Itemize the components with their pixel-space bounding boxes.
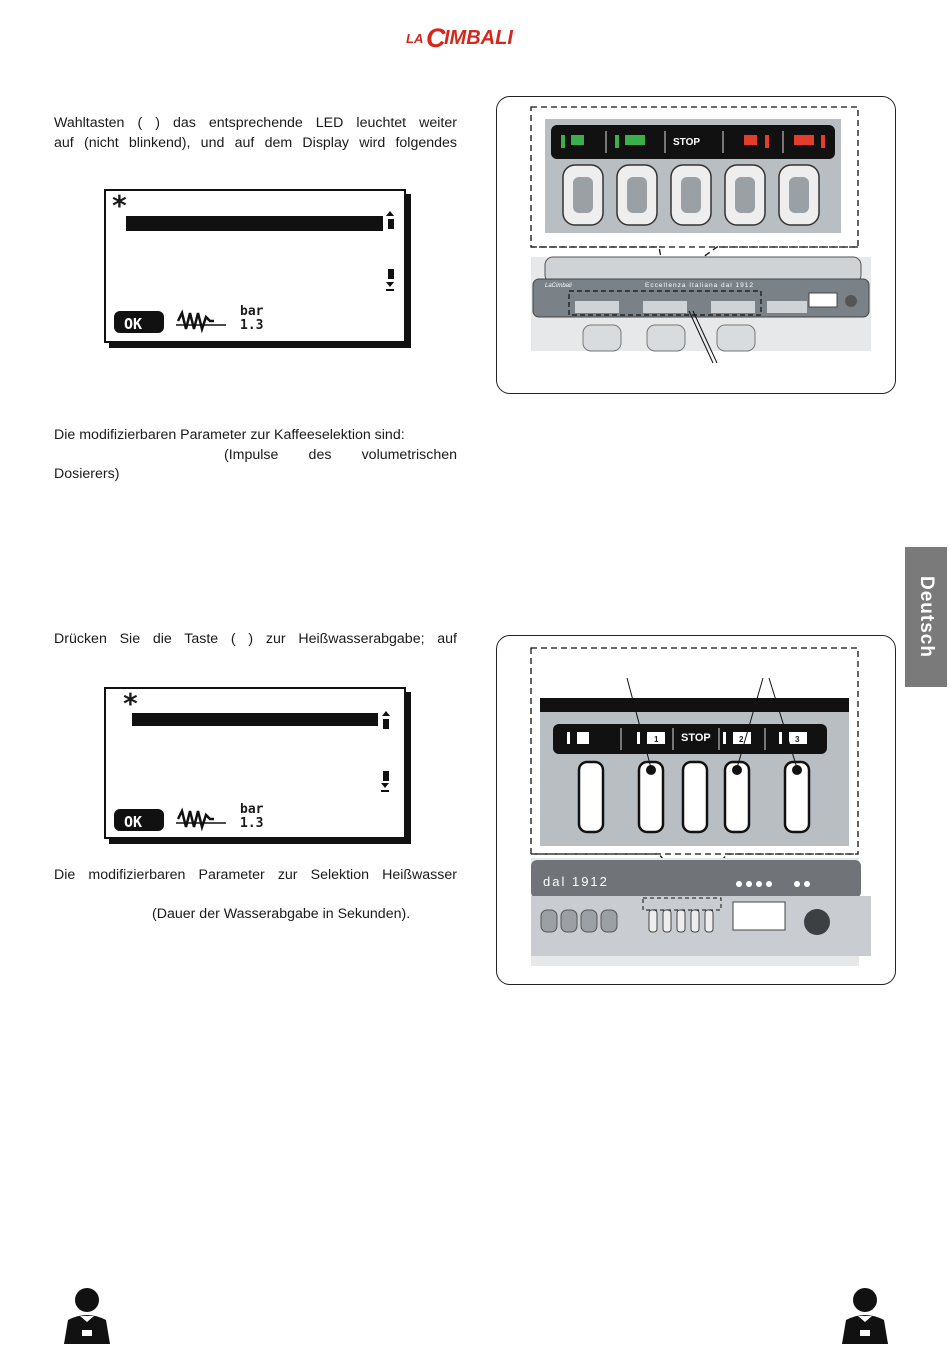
paragraph-line: auf (nicht blinkend), und auf dem Displa…	[54, 134, 457, 151]
svg-text:C: C	[426, 23, 446, 52]
coffee-parameters-intro: Die modifizierbaren Parameter zur Kaffee…	[54, 427, 405, 443]
hot-water-instruction: Drücken Sie die Taste ( ) zur Heißwasser…	[54, 631, 457, 647]
hot-water-paragraph: Drücken Sie die Taste ( ) zur Heißwasser…	[54, 630, 457, 650]
lcd-bar-value: 1.3	[240, 318, 264, 333]
machine-text: Eccellenza Italiana dal 1912	[645, 282, 754, 289]
machine-text: dal 1912	[543, 874, 609, 889]
figure-coffee-keypad: STOP LaCimbali Eccellenza Italiana dal 1…	[496, 96, 896, 394]
lcd-bar-label: bar	[240, 304, 264, 319]
hot-water-parameter-detail: (Dauer der Wasserabgabe in Sekunden).	[152, 905, 411, 922]
lcd-ok-label: OK	[124, 315, 143, 333]
dose-label-1: 1	[654, 735, 659, 744]
coffee-parameter-detail: (Impulse des volumetrischen	[224, 446, 457, 463]
language-tab-label: Deutsch	[916, 576, 937, 658]
paragraph-line: Wahltasten ( ) das entsprechende LED leu…	[54, 115, 457, 131]
figure-hot-water-keypad: STOP 1 2 3 dal 1912	[496, 635, 896, 985]
lcd-star: *	[122, 687, 139, 720]
lacimbali-logo: LA C IMBALI	[404, 22, 546, 53]
svg-text:LA: LA	[406, 31, 423, 46]
hot-water-parameters-text: Die modifizierbaren Parameter zur Selekt…	[54, 866, 457, 924]
dose-label-3: 3	[795, 735, 800, 744]
coffee-parameters-text: Die modifizierbaren Parameter zur Kaffee…	[54, 426, 457, 485]
language-tab[interactable]: Deutsch	[905, 547, 947, 687]
lcd-ok-label: OK	[124, 813, 143, 831]
hot-water-parameters-intro: Die modifizierbaren Parameter zur Selekt…	[54, 867, 457, 883]
waiter-icon	[56, 1286, 118, 1344]
stop-label: STOP	[673, 137, 701, 148]
lcd-display-coffee: * OK bar 1.3	[104, 189, 406, 343]
machine-logo: LaCimbali	[545, 283, 572, 289]
lcd-display-hot-water: * OK bar 1.3	[104, 687, 406, 839]
lcd-bar-label: bar	[240, 802, 264, 817]
lcd-star: *	[111, 189, 128, 222]
coffee-parameter-detail-cont: Dosierers)	[54, 466, 120, 482]
intro-paragraph: Wahltasten ( ) das entsprechende LED leu…	[54, 114, 457, 153]
dose-label-2: 2	[739, 735, 744, 744]
stop-label: STOP	[681, 732, 711, 744]
waiter-icon	[834, 1286, 896, 1344]
svg-text:IMBALI: IMBALI	[444, 27, 513, 49]
lcd-bar-value: 1.3	[240, 816, 264, 831]
